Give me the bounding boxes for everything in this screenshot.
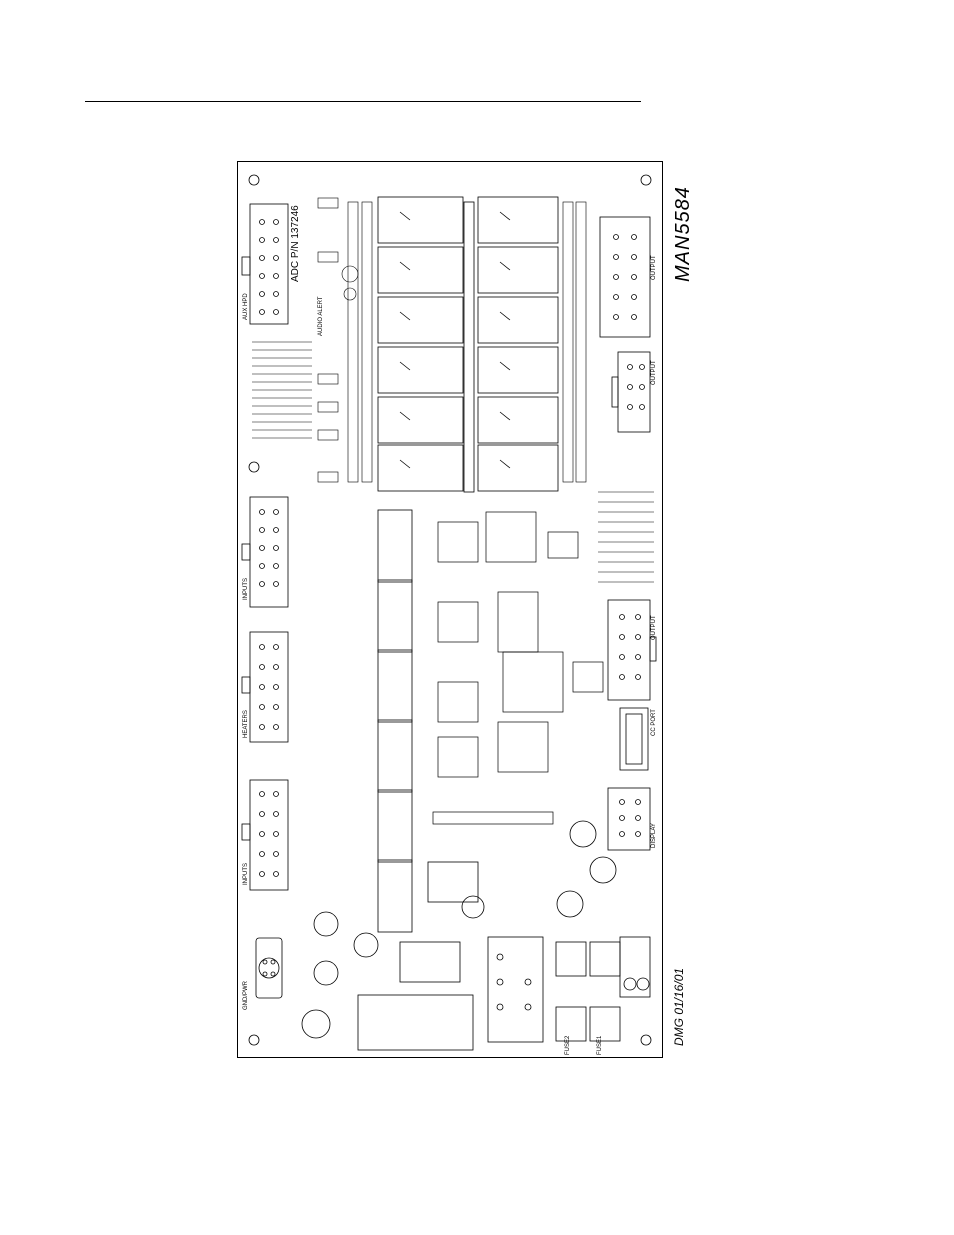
part-number-label: ADC P/N 137246 bbox=[290, 205, 301, 282]
date-stamp: DMG 01/16/01 bbox=[672, 967, 686, 1046]
gnd-pwr-connector bbox=[255, 937, 283, 999]
left-resistor-array bbox=[252, 197, 339, 483]
label-heaters: HEATERS bbox=[243, 710, 249, 738]
document-id: MAN5584 bbox=[672, 186, 694, 282]
label-audio-alert: AUDIO ALERT bbox=[318, 296, 324, 336]
label-display: DISPLAY bbox=[651, 823, 657, 848]
small-component-columns bbox=[341, 201, 587, 483]
label-output-low: OUTPUT bbox=[651, 615, 657, 640]
output-connector-top bbox=[599, 216, 651, 338]
inputs-connector-b bbox=[241, 779, 289, 891]
label-fuse2: FUSE2 bbox=[565, 1035, 571, 1055]
label-output-mid: OUTPUT bbox=[651, 360, 657, 385]
label-gnd-pwr: GND/PWR bbox=[243, 981, 249, 1010]
label-fuse1: FUSE1 bbox=[597, 1035, 603, 1055]
label-cc-port: CC PORT bbox=[651, 709, 657, 736]
mounting-holes bbox=[248, 174, 652, 1046]
ic-chips bbox=[432, 511, 604, 825]
display-connector bbox=[607, 787, 651, 851]
label-inputs-b: INPUTS bbox=[243, 862, 249, 885]
ic-strips bbox=[377, 509, 413, 933]
relay-bank bbox=[377, 196, 559, 493]
label-aux-hpd: AUX HPD bbox=[243, 293, 249, 320]
right-resistor-array bbox=[598, 491, 654, 583]
label-output-top: OUTPUT bbox=[651, 255, 657, 280]
output-connector-mid bbox=[611, 351, 651, 433]
power-section bbox=[301, 820, 651, 1051]
label-inputs-a: INPUTS bbox=[243, 577, 249, 600]
heaters-connector bbox=[241, 631, 289, 743]
aux-hpd-connector bbox=[241, 203, 289, 325]
cc-port-connector bbox=[619, 707, 649, 771]
pcb-layout-diagram bbox=[237, 161, 663, 1058]
output-connector-low bbox=[607, 599, 657, 701]
inputs-connector-a bbox=[241, 496, 289, 608]
header-rule bbox=[85, 101, 641, 102]
